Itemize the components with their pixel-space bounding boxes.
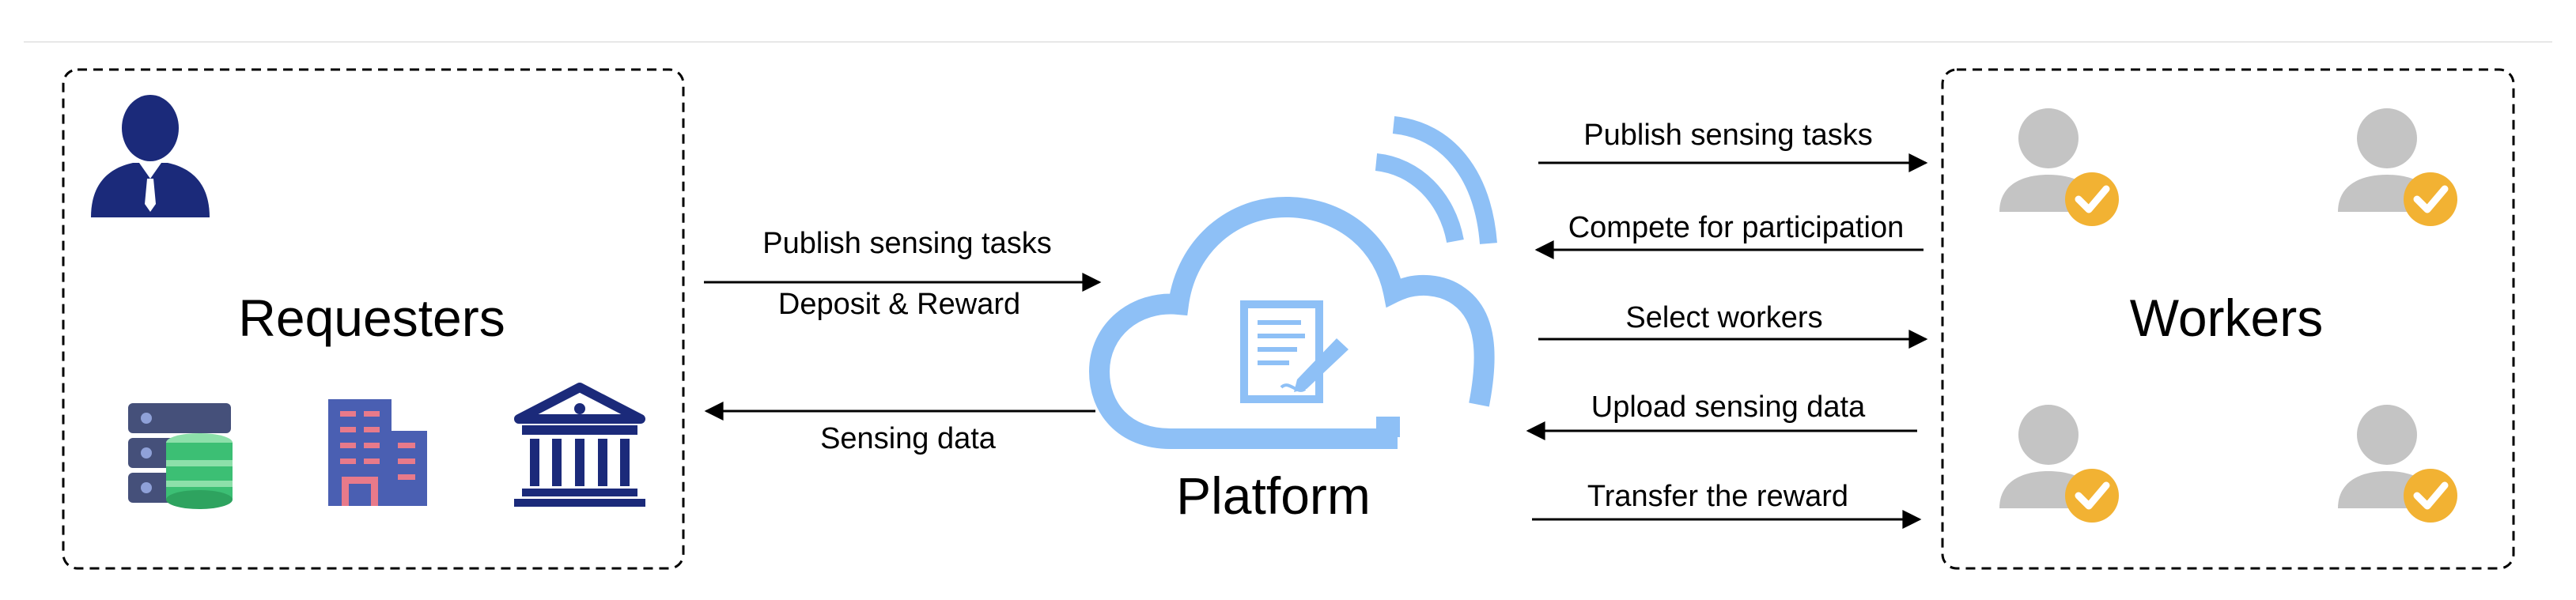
requesters-title: Requesters [238,289,505,347]
flow-label-deposit-reward: Deposit & Reward [778,288,1020,321]
worker-check-icon [2338,405,2457,523]
workers-panel: Workers [1941,68,2515,570]
left-flows: Publish sensing tasks Deposit & Reward S… [704,227,1102,455]
platform-title: Platform [1176,466,1371,525]
flow-label-upload: Upload sensing data [1591,391,1866,424]
cloud-icon [1088,196,1495,449]
worker-check-icon [2338,108,2457,226]
bank-icon [514,383,645,507]
building-icon [328,399,427,506]
server-database-icon [128,403,233,509]
flow-label-publish-tasks-right: Publish sensing tasks [1583,119,1872,152]
person-icon [91,95,210,217]
flow-label-select: Select workers [1625,301,1822,334]
flow-label-sensing-data: Sensing data [820,422,997,455]
workers-title: Workers [2130,289,2323,347]
right-flows: Publish sensing tasks Compete for partic… [1526,119,1928,529]
flow-label-publish-tasks: Publish sensing tasks [762,227,1051,260]
requesters-panel: Requesters [62,68,685,570]
worker-check-icon [1999,405,2119,523]
wifi-signal-icon [1375,116,1497,244]
document-sign-icon [1240,300,1349,403]
worker-check-icon [1999,108,2119,226]
flow-label-compete: Compete for participation [1568,211,1905,244]
platform: Platform [1088,116,1497,525]
flow-label-reward: Transfer the reward [1587,480,1848,513]
